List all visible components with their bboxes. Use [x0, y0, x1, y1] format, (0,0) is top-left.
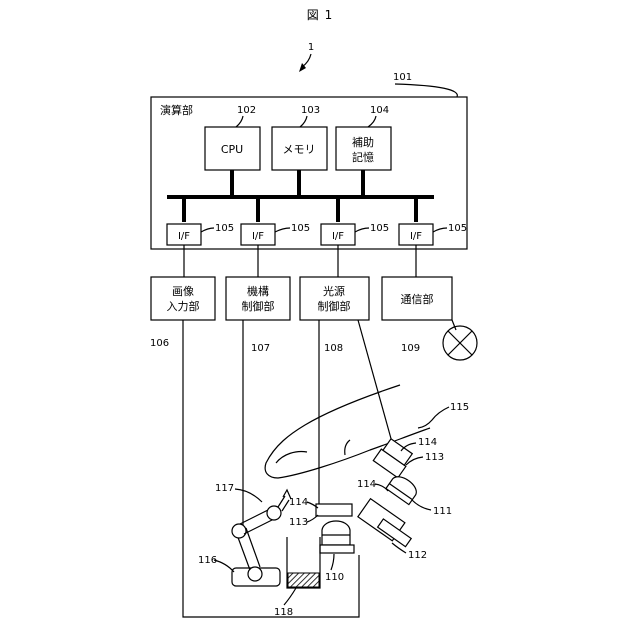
ref-115: 115 — [450, 402, 469, 413]
container: 118 — [274, 537, 320, 618]
processor-ref: 101 — [393, 72, 412, 83]
mechanism-control-ref: 107 — [251, 343, 270, 354]
network-icon — [443, 326, 477, 360]
light-source-control-line2: 制御部 — [318, 299, 351, 313]
ref-114-mid: 114 — [357, 479, 376, 490]
light-source-control-unit: 光源 制御部 108 — [300, 277, 369, 354]
processor-ref-leader — [395, 84, 457, 97]
ref-113-left: 113 — [289, 517, 308, 528]
aux-ref: 104 — [370, 105, 389, 116]
interface-0-ref: 105 — [215, 223, 234, 234]
system-ref-label: 1 — [308, 42, 314, 53]
system-ref-leader — [299, 54, 311, 72]
image-input-line1: 画像 — [172, 285, 194, 298]
cpu-ref: 102 — [237, 105, 256, 116]
ref-113-top: 113 — [425, 452, 444, 463]
ref-114-left: 114 — [289, 497, 308, 508]
interface-1-ref: 105 — [291, 223, 310, 234]
light-source-control-line1: 光源 — [323, 284, 345, 298]
mechanism-control-unit: 機構 制御部 107 — [226, 277, 290, 354]
robot-arm: 116 117 — [198, 483, 291, 586]
interface-3-label: I/F — [410, 231, 422, 242]
mechanism-control-line2: 制御部 — [242, 299, 275, 313]
ref-111: 111 — [433, 506, 452, 517]
wiring — [183, 320, 395, 617]
aux-label-line1: 補助 — [352, 135, 374, 149]
ref-112: 112 — [408, 550, 427, 561]
mechanism-control-line1: 機構 — [247, 284, 269, 298]
interface-3-ref: 105 — [448, 223, 467, 234]
cpu-label: CPU — [221, 143, 243, 156]
finger-outline: 115 — [265, 385, 469, 478]
ref-117: 117 — [215, 483, 234, 494]
interface-connections — [184, 245, 416, 277]
light-source-upper — [358, 438, 420, 547]
communication-unit: 通信部 109 — [382, 277, 456, 354]
interface-2-ref: 105 — [370, 223, 389, 234]
processor-title: 演算部 — [160, 103, 193, 117]
figure-title: 図 1 — [307, 8, 333, 22]
image-input-ref: 106 — [150, 338, 169, 349]
memory-ref: 103 — [301, 105, 320, 116]
interface-2-label: I/F — [332, 231, 344, 242]
communication-line1: 通信部 — [401, 292, 434, 306]
image-input-line2: 入力部 — [167, 299, 200, 313]
ref-114-top: 114 — [418, 437, 437, 448]
ref-110: 110 — [325, 572, 344, 583]
ref-118: 118 — [274, 607, 293, 618]
memory-label: メモリ — [283, 143, 316, 156]
light-source-control-ref: 108 — [324, 343, 343, 354]
interface-1-label: I/F — [252, 231, 264, 242]
communication-ref: 109 — [401, 343, 420, 354]
light-source-lower — [316, 504, 354, 553]
interface-0-label: I/F — [178, 231, 190, 242]
aux-label-line2: 記憶 — [352, 150, 374, 164]
